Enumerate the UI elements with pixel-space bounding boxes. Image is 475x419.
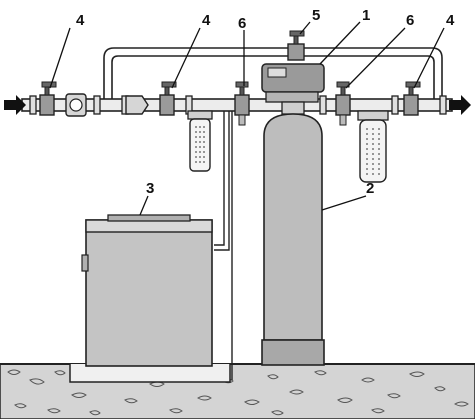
sampling-tap-left (234, 81, 250, 126)
callout-sampling-tap-left: 6 (238, 15, 246, 32)
callout-outlet-valve: 4 (446, 12, 455, 29)
callout-inlet-valve: 4 (202, 12, 211, 29)
drain-channel (69, 364, 231, 383)
brine-tank (81, 214, 213, 367)
callout-bypass-valve: 4 (76, 12, 85, 29)
bypass-pipe (103, 47, 443, 100)
callout-filter-vessel: 2 (366, 180, 374, 197)
arrow-right-icon (449, 95, 471, 115)
brine-line (214, 111, 233, 380)
arrow-right-icon (4, 95, 26, 115)
callout-sampling-tap-right: 6 (406, 12, 414, 29)
callout-leaders (49, 21, 445, 216)
control-head (261, 63, 325, 115)
pre-filter-left (187, 110, 213, 172)
bypass-valve (39, 81, 57, 116)
callout-bypass-top-valve: 5 (312, 7, 320, 24)
outlet-valve (403, 81, 421, 116)
callout-brine-tank: 3 (146, 180, 154, 197)
sampling-tap-right (335, 81, 351, 126)
callout-control-head: 1 (362, 7, 370, 24)
bypass-top-valve (287, 30, 305, 61)
check-valve (125, 95, 149, 115)
inlet-valve (159, 81, 177, 116)
gravel-texture (7, 369, 469, 416)
floor-slab (0, 363, 475, 419)
outlet-arrow (449, 95, 471, 115)
filter-vessel (261, 113, 325, 366)
water-meter (65, 93, 87, 117)
inlet-arrow (4, 95, 26, 115)
post-filter-right (357, 110, 389, 183)
